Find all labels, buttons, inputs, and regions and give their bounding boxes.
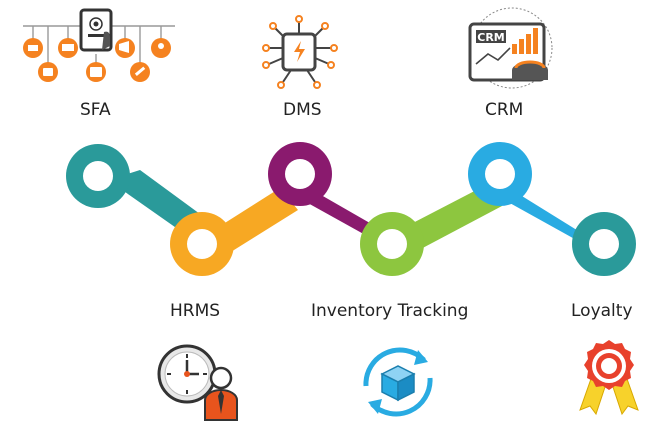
module-chain [66, 142, 636, 276]
hrms-label: HRMS [170, 301, 221, 321]
award-ribbon-icon [579, 340, 639, 416]
crm-dashboard-icon: CRM [468, 7, 553, 89]
box-cycle-icon [363, 347, 433, 417]
sfa-label: SFA [80, 100, 111, 120]
circuit-chip-icon [262, 15, 338, 89]
loyalty-label: Loyalty [571, 301, 633, 321]
inventory-label: Inventory Tracking [311, 301, 469, 321]
sfa-network-icon [23, 8, 175, 82]
clock-employee-icon [157, 344, 238, 421]
crm-badge-text: CRM [477, 31, 505, 44]
chain-link-blue [496, 180, 598, 252]
dms-label: DMS [283, 100, 322, 120]
crm-label: CRM [485, 100, 524, 120]
